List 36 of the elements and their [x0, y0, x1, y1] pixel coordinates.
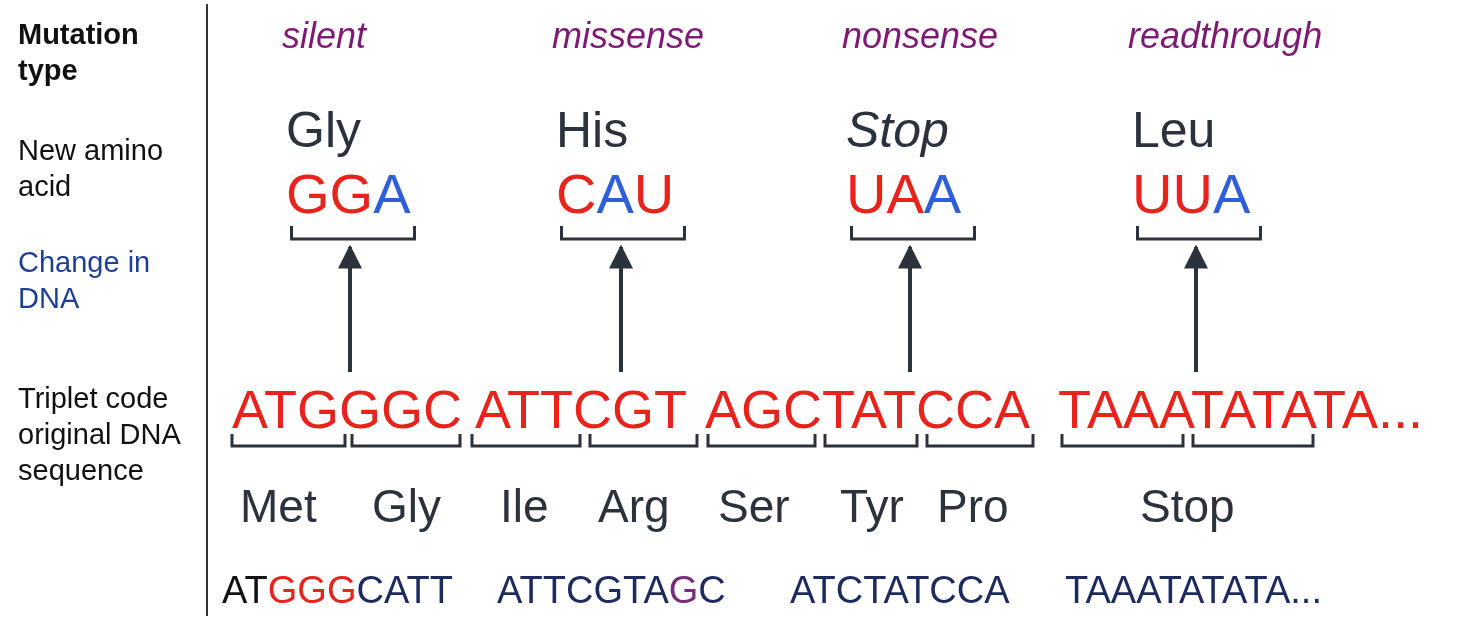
amino-acid-label: Tyr — [840, 479, 904, 534]
amino-acid-label: Pro — [937, 479, 1009, 534]
arrow — [609, 244, 633, 372]
mutated-dna-sequence: ATTCGTAGC — [497, 568, 726, 613]
codon-label: CAU — [556, 162, 675, 226]
dna-sequence: ATGGGC — [232, 378, 462, 440]
mutation-type-label: nonsense — [842, 14, 999, 58]
arrow — [1184, 244, 1208, 372]
mutated-dna-sequence: TAAATATATA... — [1065, 568, 1322, 613]
codon-label: UAA — [846, 162, 962, 226]
row-heading: Change in DNA — [18, 245, 152, 316]
codon-label: GGA — [286, 162, 411, 226]
codon-label: UUA — [1132, 162, 1251, 226]
row-heading: Mutation type — [18, 17, 140, 88]
amino-acid-label: Gly — [286, 101, 361, 160]
mutated-dna-sequence: ATGGGCATT — [222, 568, 453, 613]
mutation-type-label: missense — [552, 14, 705, 58]
arrow — [338, 244, 362, 372]
arrow — [898, 244, 922, 372]
mutation-type-label: readthrough — [1128, 14, 1323, 58]
mutation-type-label: silent — [282, 14, 367, 58]
row-heading: New amino acid — [18, 133, 165, 204]
amino-acid-label: Stop — [1140, 479, 1235, 534]
amino-acid-label: Leu — [1132, 101, 1216, 160]
row-heading: Triplet code original DNA sequence — [18, 381, 181, 488]
amino-acid-label: Arg — [598, 479, 670, 534]
dna-sequence: AGCTATCCA — [705, 378, 1030, 440]
dna-sequence: ATTCGT — [475, 378, 687, 440]
amino-acid-label: Gly — [372, 479, 441, 534]
amino-acid-label: Stop — [846, 101, 949, 160]
amino-acid-label: Ile — [500, 479, 549, 534]
amino-acid-label: His — [556, 101, 629, 160]
dna-sequence: TAAATATATA... — [1058, 378, 1423, 440]
amino-acid-label: Ser — [718, 479, 790, 534]
amino-acid-label: Met — [240, 479, 317, 534]
mutated-dna-sequence: ATCTATCCA — [790, 568, 1010, 613]
